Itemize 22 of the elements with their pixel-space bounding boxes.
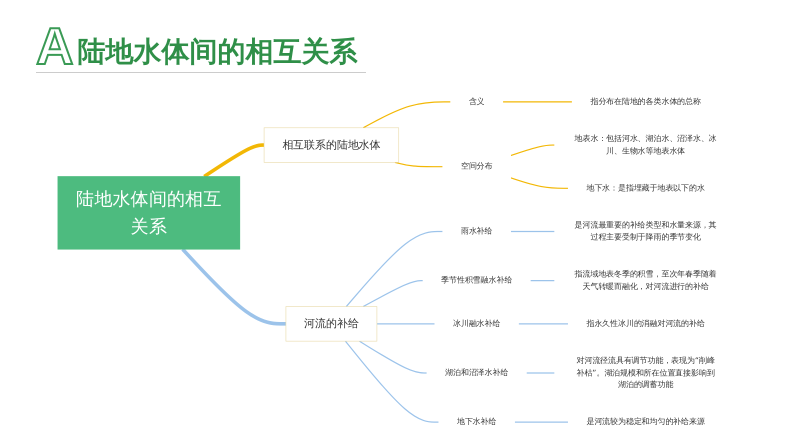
connector: [346, 230, 442, 307]
connector: [358, 340, 427, 374]
node-box: 陆地水体间的相互关系: [57, 176, 240, 250]
connector: [394, 162, 442, 168]
section-letter: A: [36, 22, 74, 72]
connector: [526, 372, 554, 374]
connector: [514, 422, 568, 423]
title: 陆地水体间的相互关系: [78, 34, 358, 70]
connector: [530, 280, 554, 282]
connector: [362, 101, 450, 128]
connector: [181, 248, 286, 326]
node-box: 河流的补给: [285, 306, 377, 342]
connector: [344, 340, 439, 423]
connector: [510, 144, 554, 156]
connector: [502, 101, 572, 102]
connector: [510, 230, 554, 232]
connector: [518, 323, 568, 324]
connector: [510, 177, 568, 189]
connector: [376, 323, 435, 324]
connector: [202, 143, 264, 178]
node-box: 相互联系的陆地水体: [264, 128, 399, 163]
connector: [362, 280, 423, 308]
